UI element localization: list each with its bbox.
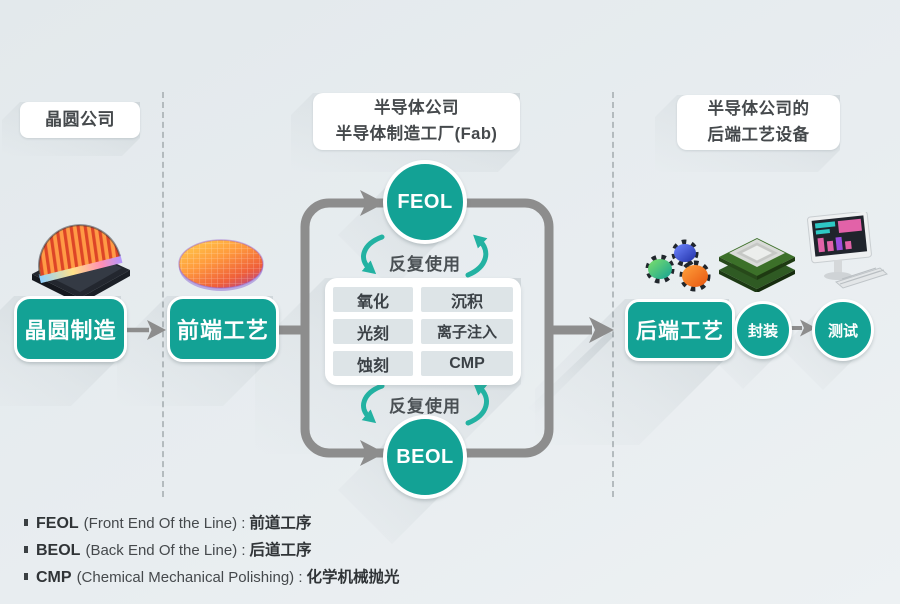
- node-packaging-label: 封装: [747, 322, 778, 340]
- test-computer-icon: [800, 210, 889, 299]
- legend-beol-desc: (Back End Of the Line) :: [85, 542, 246, 559]
- backend-equipment-label: 半导体公司的 后端工艺设备: [677, 95, 840, 150]
- process-steps-box: 氧化 沉积 光刻 离子注入 蚀刻 CMP: [325, 278, 521, 385]
- repeat-use-bottom-text: 反复使用: [389, 397, 461, 416]
- patterned-wafer-icon: [175, 233, 267, 302]
- legend-bullet-icon: [24, 546, 28, 553]
- packaged-chip-icon: [712, 216, 802, 297]
- node-back-end-process: 后端工艺: [625, 299, 735, 361]
- legend-cmp-desc: (Chemical Mechanical Polishing) :: [76, 569, 303, 586]
- node-beol-label: BEOL: [396, 445, 454, 468]
- step-deposition: 沉积: [421, 287, 513, 312]
- repeat-cycle-arrows: [361, 234, 489, 426]
- step-cmp: CMP: [421, 351, 513, 376]
- node-packaging-circle: 封装: [734, 301, 792, 359]
- node-wafer-manufacturing: 晶圆制造: [14, 296, 127, 362]
- step-ion-implantation: 离子注入: [421, 319, 513, 344]
- repeat-use-label-bottom: 反复使用: [385, 392, 465, 417]
- legend-feol-zh: 前道工序: [249, 515, 312, 532]
- step-lithography: 光刻: [333, 319, 413, 344]
- legend: FEOL(Front End Of the Line) :前道工序 BEOL(B…: [24, 513, 400, 594]
- node-feol-circle: FEOL: [383, 160, 467, 244]
- process-gears-icon: [638, 236, 723, 303]
- node-testing-label: 测试: [827, 322, 858, 340]
- repeat-use-label-top: 反复使用: [385, 250, 465, 275]
- flow-arrowheads: [147, 190, 816, 466]
- legend-cmp-term: CMP: [36, 569, 72, 586]
- legend-row-beol: BEOL(Back End Of the Line) :后道工序: [24, 540, 400, 562]
- node-testing-circle: 测试: [812, 299, 874, 361]
- section-divider-left: [162, 92, 164, 497]
- fab-company-line2: 半导体制造工厂(Fab): [335, 124, 498, 143]
- legend-bullet-icon: [24, 573, 28, 580]
- legend-beol-term: BEOL: [36, 542, 81, 559]
- node-wafer-manufacturing-label: 晶圆制造: [24, 318, 117, 343]
- step-etching: 蚀刻: [333, 351, 413, 376]
- legend-row-feol: FEOL(Front End Of the Line) :前道工序: [24, 513, 400, 535]
- legend-row-cmp: CMP(Chemical Mechanical Polishing) :化学机械…: [24, 567, 400, 589]
- wafer-cassette-icon: [24, 206, 136, 307]
- wafer-company-text: 晶圆公司: [45, 109, 115, 129]
- legend-beol-zh: 后道工序: [249, 542, 312, 559]
- node-back-end-label: 后端工艺: [636, 320, 724, 343]
- repeat-use-top-text: 反复使用: [389, 255, 461, 274]
- legend-feol-term: FEOL: [36, 515, 79, 532]
- wafer-company-label: 晶圆公司: [20, 102, 140, 138]
- backend-label-line1: 半导体公司的: [707, 99, 810, 118]
- node-feol-label: FEOL: [397, 190, 453, 213]
- fab-company-label: 半导体公司 半导体制造工厂(Fab): [313, 93, 520, 150]
- legend-bullet-icon: [24, 519, 28, 526]
- node-beol-circle: BEOL: [383, 415, 467, 499]
- node-front-end-process: 前端工艺: [167, 296, 279, 362]
- backend-label-line2: 后端工艺设备: [707, 125, 810, 144]
- node-front-end-label: 前端工艺: [176, 318, 269, 343]
- legend-feol-desc: (Front End Of the Line) :: [83, 515, 246, 532]
- step-oxidation: 氧化: [333, 287, 413, 312]
- section-divider-right: [612, 92, 614, 497]
- fab-company-line1: 半导体公司: [374, 98, 459, 117]
- legend-cmp-zh: 化学机械抛光: [306, 569, 400, 586]
